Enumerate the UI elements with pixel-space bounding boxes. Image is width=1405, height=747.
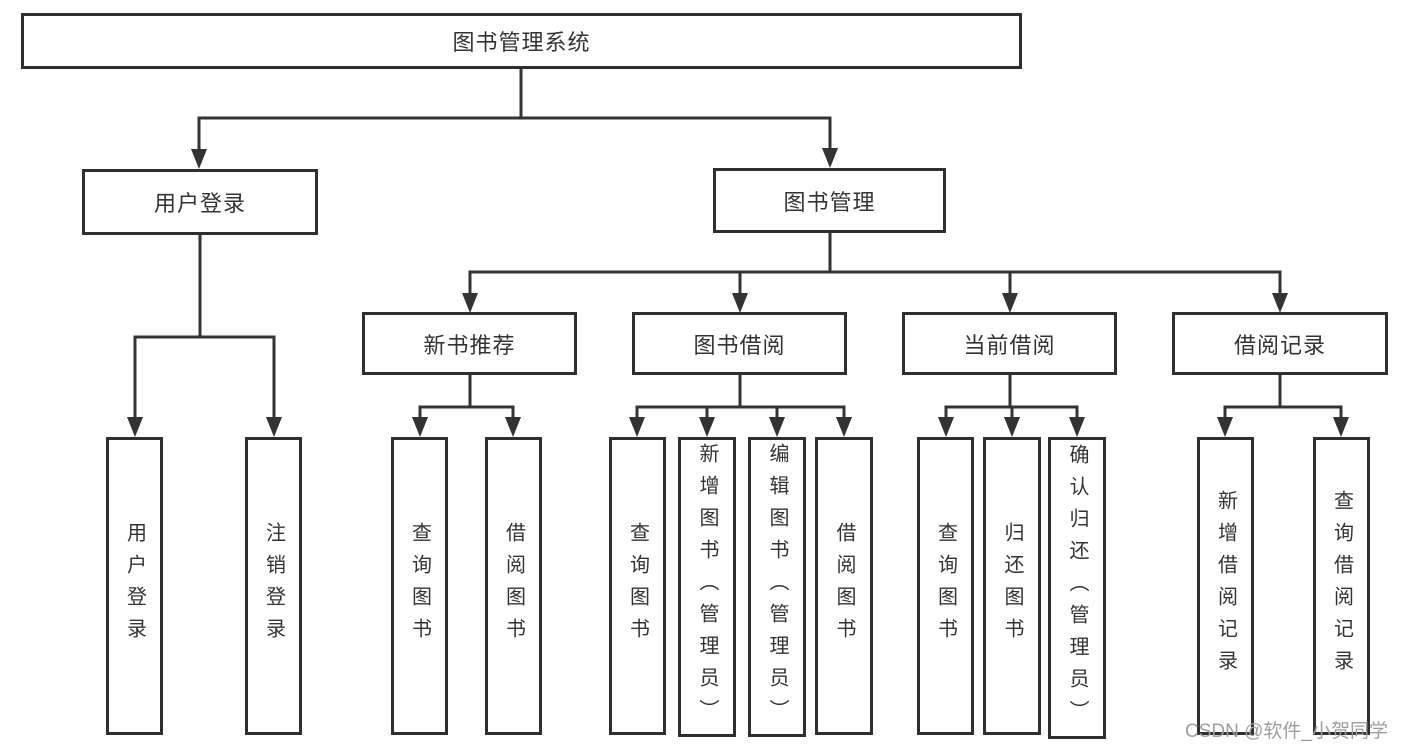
leaf-query-books-recommend: 查询图书	[391, 437, 448, 735]
leaf-query-borrow-record: 查询借阅记录	[1313, 437, 1370, 735]
leaf-borrow-books-recommend: 借阅图书	[485, 437, 542, 735]
node-library-management-system: 图书管理系统	[21, 13, 1022, 69]
node-book-borrowing: 图书借阅	[632, 312, 847, 375]
leaf-add-book-admin: 新增图书（管理员）	[678, 437, 736, 737]
leaf-return-books: 归还图书	[983, 437, 1041, 735]
node-user-login: 用户登录	[82, 169, 318, 235]
leaf-logout: 注销登录	[245, 437, 302, 735]
node-new-book-recommendation: 新书推荐	[362, 312, 577, 375]
leaf-query-books-current: 查询图书	[917, 437, 974, 735]
node-book-management: 图书管理	[713, 168, 946, 233]
node-current-borrowing: 当前借阅	[902, 312, 1117, 375]
leaf-edit-book-admin: 编辑图书（管理员）	[748, 437, 806, 737]
leaf-add-borrow-record: 新增借阅记录	[1197, 437, 1254, 735]
leaf-user-login: 用户登录	[106, 437, 163, 735]
leaf-confirm-return-admin: 确认归还（管理员）	[1048, 437, 1106, 739]
arrowhead-icons	[127, 148, 1349, 437]
watermark: CSDN @软件_小贺同学	[1185, 721, 1388, 742]
leaf-query-books-borrowing: 查询图书	[609, 437, 666, 735]
node-borrowing-records: 借阅记录	[1172, 312, 1388, 375]
leaf-borrow-books-borrowing: 借阅图书	[815, 437, 873, 735]
